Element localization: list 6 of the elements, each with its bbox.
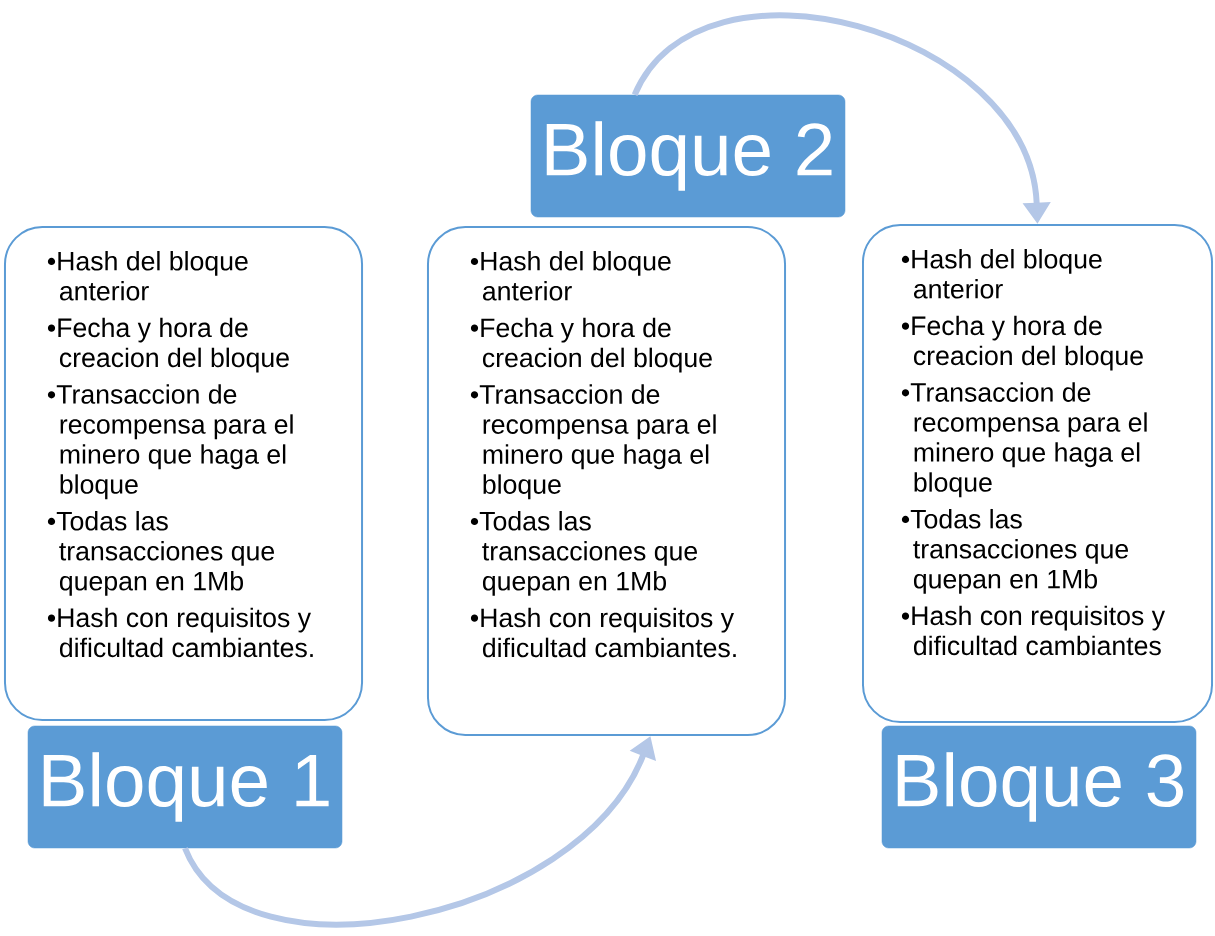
content-box: •Hash del bloque anterior •Fecha y hora de creacion del bloque •Transaccion de recompensa para el minero que haga el bloque •Todas las transacciones que quepan en 1Mb •Hash con requisitos y dificultad cambiantes. — [426, 226, 787, 736]
title-box: Bloque 3 — [881, 725, 1197, 849]
title-box: Bloque 2 — [530, 94, 846, 218]
content-box: •Hash del bloque anterior •Fecha y hora de creacion del bloque •Transaccion de recompensa para el minero que haga el bloque •Todas las transacciones que quepan en 1Mb •Hash con requisitos y dificultad cambiantes — [861, 223, 1214, 724]
content-box: •Hash del bloque anterior •Fecha y hora de creacion del bloque •Transaccion de recompensa para el minero que haga el bloque •Todas las transacciones que quepan en 1Mb •Hash con requisitos y dificultad cambiantes. — [4, 225, 364, 722]
title-box: Bloque 1 — [27, 725, 343, 849]
